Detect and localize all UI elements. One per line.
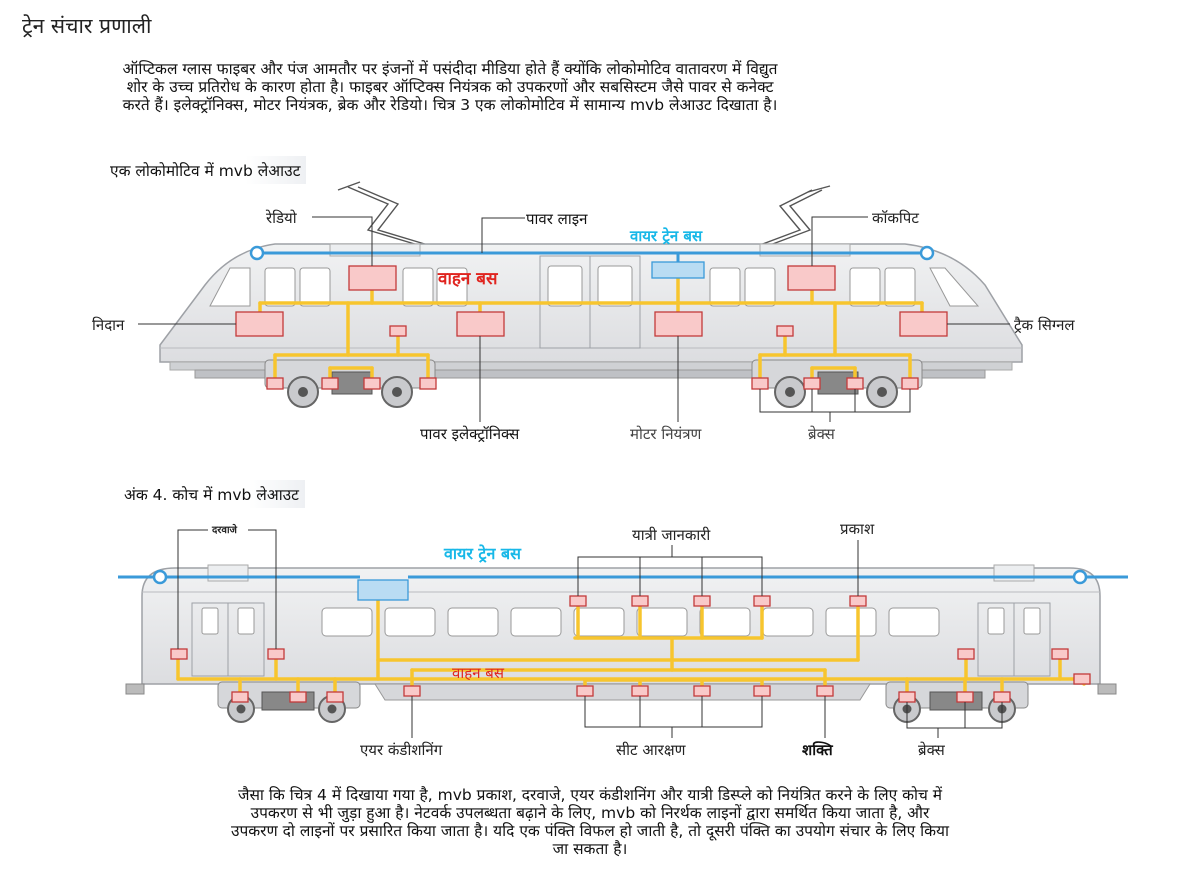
outro-line: उपकरण दो लाइनों पर प्रसारित किया जाता है… xyxy=(230,822,950,840)
label-radio: रेडियो xyxy=(265,209,298,227)
brake-node xyxy=(846,377,864,390)
door-node xyxy=(957,648,975,660)
outro-line: उपकरण से भी जुड़ा हुआ है। नेटवर्क उपलब्ध… xyxy=(250,804,930,822)
label-air-conditioning: एयर कंडीशनिंग xyxy=(360,741,443,759)
label-diagnosis: निदान xyxy=(92,316,125,334)
brake-node xyxy=(289,691,307,703)
seat-reservation-node xyxy=(693,685,711,697)
brake-node xyxy=(956,691,974,703)
label-loco-wire-train-bus: वायर ट्रेन बस xyxy=(629,227,703,245)
outro-paragraph: जैसा कि चित्र 4 में दिखाया गया है, mvb प… xyxy=(140,786,1040,858)
seat-reservation-node xyxy=(753,685,771,697)
brake-node xyxy=(803,377,821,390)
intro-line: करते हैं। इलेक्ट्रॉनिक्स, मोटर नियंत्रक,… xyxy=(122,96,778,114)
door-node xyxy=(267,648,285,660)
label-power-electronics: पावर इलेक्ट्रॉनिक्स xyxy=(420,425,520,443)
label-track-signal: ट्रैक सिग्नल xyxy=(1014,316,1075,334)
label-cockpit: कॉकपिट xyxy=(872,209,919,227)
brake-node xyxy=(898,691,916,703)
coach-leader-lines xyxy=(177,529,1003,738)
locomotive-diagram: रेडियो पावर लाइन वायर ट्रेन बस कॉकपिट वा… xyxy=(92,181,1075,443)
label-coach-vehicle-bus: वाहन बस xyxy=(452,664,505,682)
label-power-line: पावर लाइन xyxy=(526,210,588,228)
outro-line: जा सकता है। xyxy=(552,840,628,858)
intro-line: शोर के उच्च प्रतिरोध के कारण होता है। फा… xyxy=(126,78,774,96)
page-title: ट्रेन संचार प्रणाली xyxy=(22,14,152,38)
brake-node xyxy=(751,377,769,390)
sensor-node xyxy=(389,325,407,337)
left-pantograph xyxy=(337,181,429,246)
label-motor-control: मोटर नियंत्रण xyxy=(630,425,703,443)
door-node xyxy=(1051,648,1069,660)
seat-reservation-node xyxy=(631,685,649,697)
track-signal-device xyxy=(899,311,948,337)
right-pantograph xyxy=(759,185,831,246)
label-loco-brakes: ब्रेक्स xyxy=(808,425,836,443)
coach-devices xyxy=(170,595,1091,703)
brake-node xyxy=(993,691,1011,703)
intro-line: ऑप्टिकल ग्लास फाइबर और पंज आमतौर पर इंजन… xyxy=(122,60,778,78)
label-seat-reservation: सीट आरक्षण xyxy=(616,741,687,759)
brake-node xyxy=(231,691,249,703)
label-passenger-info: यात्री जानकारी xyxy=(632,526,711,544)
loco-wire-train-bus-line xyxy=(249,245,935,262)
end-node xyxy=(1073,673,1091,685)
passenger-info-node xyxy=(569,595,587,607)
coach-wire-train-bus-line xyxy=(118,569,1128,585)
locomotive-bogies xyxy=(264,359,923,408)
brake-node xyxy=(363,377,381,390)
passenger-info-node xyxy=(753,595,771,607)
radio-device xyxy=(348,265,397,291)
coach-diagram-title: अंक 4. कोच में mvb लेआउट xyxy=(118,480,305,508)
diagnosis-device xyxy=(235,311,284,337)
loco-diagram-title: एक लोकोमोटिव में mvb लेआउट xyxy=(104,156,307,184)
brake-node xyxy=(326,691,344,703)
loco-devices xyxy=(235,265,948,390)
label-coach-brakes: ब्रेक्स xyxy=(918,741,946,759)
brake-node xyxy=(419,377,437,390)
label-loco-vehicle-bus: वाहन बस xyxy=(437,269,499,289)
brake-node xyxy=(901,377,919,390)
motor-control-device xyxy=(654,311,703,337)
brake-node xyxy=(266,377,284,390)
intro-paragraph: ऑप्टिकल ग्लास फाइबर और पंज आमतौर पर इंजन… xyxy=(30,60,870,114)
locomotive-body xyxy=(159,243,1023,379)
sensor-node xyxy=(776,325,794,337)
passenger-info-node xyxy=(693,595,711,607)
label-power: शक्ति xyxy=(802,741,834,759)
passenger-info-node xyxy=(631,595,649,607)
label-coach-wire-train-bus: वायर ट्रेन बस xyxy=(443,544,522,563)
air-conditioning-node xyxy=(403,685,421,697)
label-doors: दरवाजे xyxy=(211,523,238,536)
brake-node xyxy=(321,377,339,390)
loco-vehicle-bus-lines xyxy=(258,276,924,380)
coach-gateway xyxy=(357,579,409,601)
outro-line: जैसा कि चित्र 4 में दिखाया गया है, mvb प… xyxy=(237,786,943,804)
seat-reservation-node xyxy=(576,685,594,697)
power-electronics-device xyxy=(456,311,505,337)
coach-vehicle-bus-lines xyxy=(176,598,1086,695)
power-node xyxy=(816,685,834,697)
loco-leader-lines xyxy=(138,216,1010,422)
cockpit-device xyxy=(787,265,836,291)
coach-diagram: दरवाजे वायर ट्रेन बस यात्री जानकारी प्रक… xyxy=(118,520,1128,759)
lighting-node xyxy=(849,595,867,607)
door-node xyxy=(170,648,188,660)
loco-gateway xyxy=(651,261,705,279)
label-lighting: प्रकाश xyxy=(840,520,875,538)
